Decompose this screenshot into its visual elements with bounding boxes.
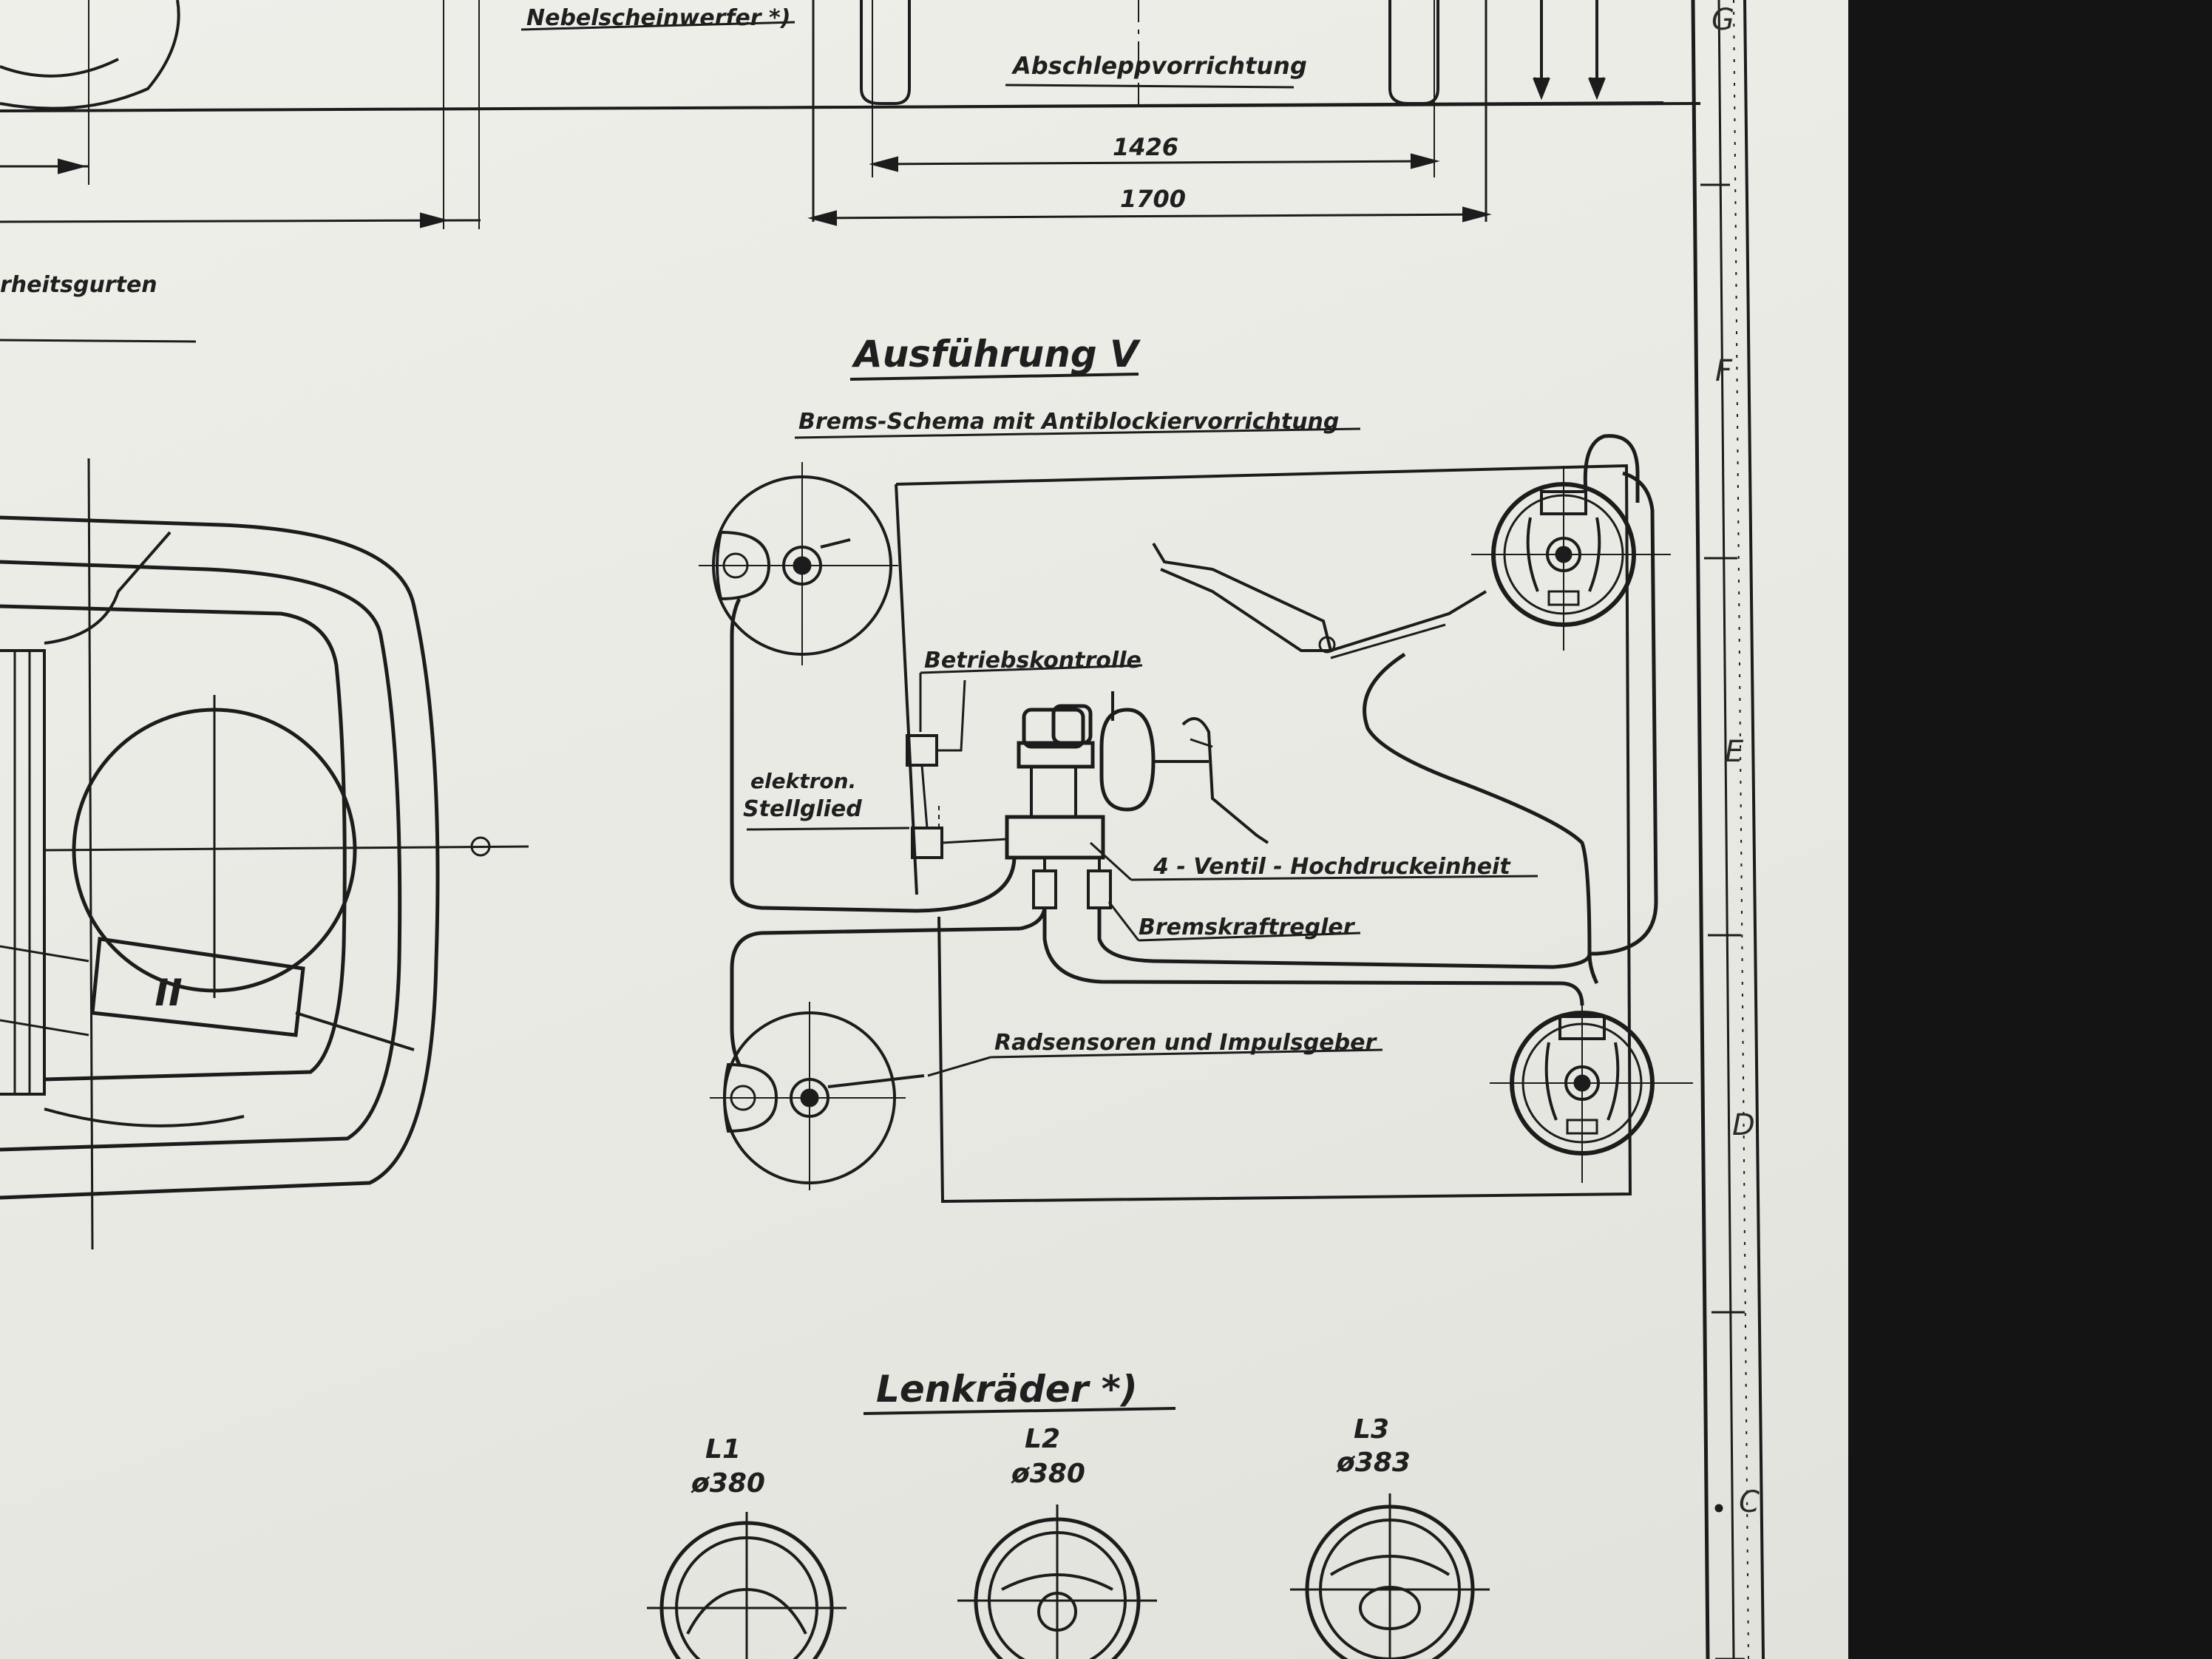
drawing-frame <box>1691 0 1765 1659</box>
frame-letter-F: F <box>1715 354 1733 388</box>
dimension-track: 1426 <box>1113 133 1178 161</box>
brake-schema <box>699 434 1693 1204</box>
operation-check-label: Betriebskontrolle <box>924 648 1141 674</box>
wheel-sensors-label: Radsensoren und Impulsgeber <box>994 1030 1377 1056</box>
steering-wheel-L1: L1 ø380 <box>647 1434 847 1659</box>
seatbelt-label: rheitsgurten <box>0 272 157 298</box>
high-pressure-unit-label: 4 - Ventil - Hochdruckeinheit <box>1153 854 1511 880</box>
wheel-code-L2: L2 <box>1025 1424 1060 1454</box>
steering-wheel-L3: L3 ø383 <box>1290 1414 1490 1659</box>
electronic-actuator-label-2: Stellglied <box>743 796 862 822</box>
dimension-width: 1700 <box>1120 185 1186 213</box>
electronic-actuator-label-1: elektron. <box>750 769 856 793</box>
zone-label: II <box>155 971 182 1014</box>
brake-section-title: Ausführung V <box>851 333 1141 376</box>
frame-letter-G: G <box>1711 3 1734 37</box>
top-front-view <box>0 0 1701 343</box>
frame-letter-E: E <box>1725 735 1744 769</box>
brake-force-regulator-label: Bremskraftregler <box>1139 915 1356 940</box>
frame-letter-C: C <box>1739 1485 1760 1519</box>
wheel-code-L3: L3 <box>1354 1414 1389 1445</box>
car-top-view <box>0 458 529 1250</box>
frame-letter-D: D <box>1732 1108 1755 1142</box>
wheel-diameter-L1: ø380 <box>691 1468 765 1499</box>
wheel-code-L1: L1 <box>705 1434 741 1465</box>
steering-wheel-L2: L2 ø380 <box>957 1424 1157 1659</box>
steering-section-title: Lenkräder *) <box>876 1368 1138 1411</box>
wheel-diameter-L2: ø380 <box>1011 1459 1085 1489</box>
wheel-diameter-L3: ø383 <box>1336 1448 1411 1478</box>
towing-device-label: Abschleppvorrichtung <box>1011 52 1307 80</box>
fog-lamp-label: Nebelscheinwerfer *) <box>526 5 790 31</box>
